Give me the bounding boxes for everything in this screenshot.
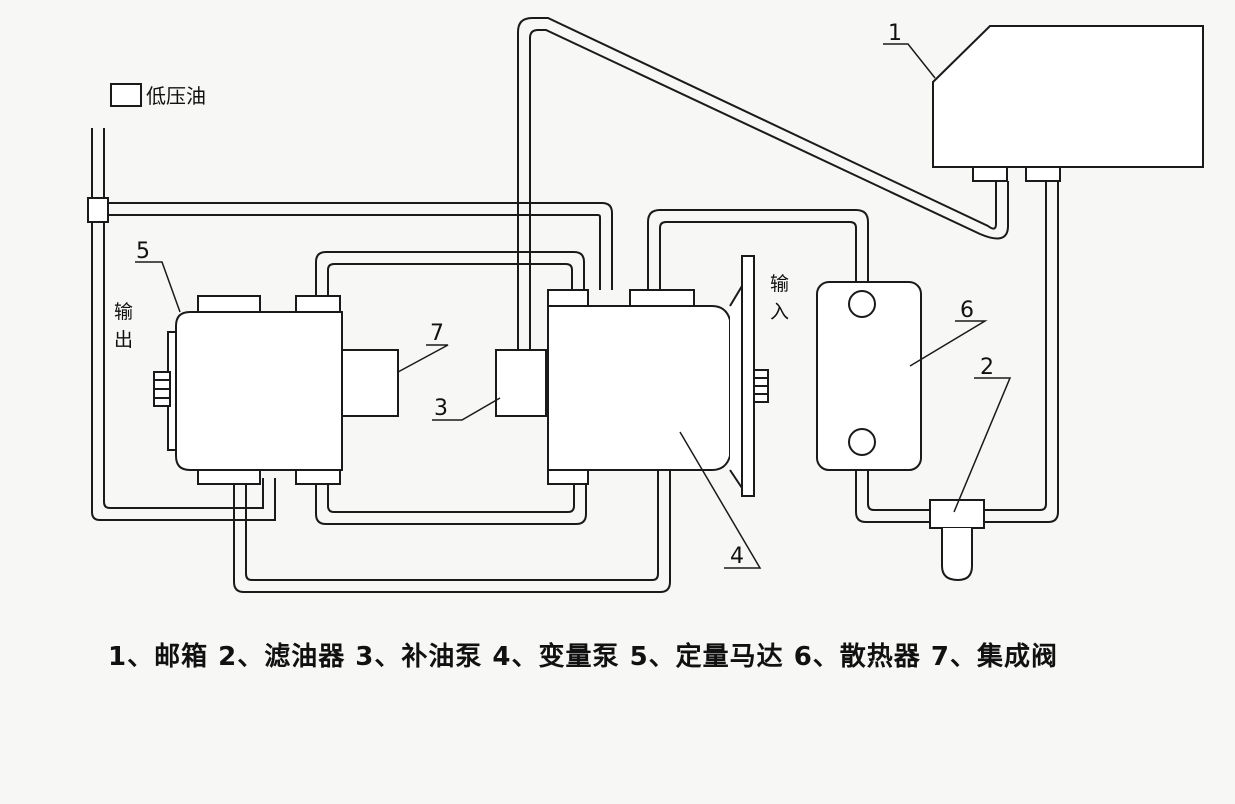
legend-label: 低压油 (146, 84, 206, 108)
tank-port-right (1025, 166, 1061, 182)
label-7: 7 (430, 321, 444, 346)
label-1: 1 (888, 21, 902, 46)
charge-pump (495, 349, 547, 417)
oil-filter (929, 499, 985, 582)
label-3: 3 (434, 396, 448, 421)
label-2: 2 (980, 355, 994, 380)
oil-tank (932, 25, 1204, 168)
tank-port-left (972, 166, 1008, 182)
label-4: 4 (730, 544, 744, 569)
input-label-char-2: 入 (770, 301, 789, 323)
fixed-displacement-motor (153, 295, 343, 485)
output-label-char-1: 输 (114, 301, 133, 323)
pipe-network (87, 17, 1059, 593)
legend-swatch (110, 83, 142, 107)
diagram-labels: 低压油 1 5 6 7 3 2 4 输 出 输 入 (114, 21, 994, 569)
leader-lines (135, 43, 1012, 569)
label-5: 5 (136, 239, 150, 264)
figure-caption: 1、邮箱 2、滤油器 3、补油泵 4、变量泵 5、定量马达 6、散热器 7、集成… (108, 642, 1058, 672)
input-label-char-1: 输 (770, 273, 789, 295)
variable-displacement-pump (547, 255, 769, 497)
output-label-char-2: 出 (114, 329, 133, 351)
label-6: 6 (960, 298, 974, 323)
cooler (816, 281, 922, 471)
integrated-valve (341, 349, 399, 417)
